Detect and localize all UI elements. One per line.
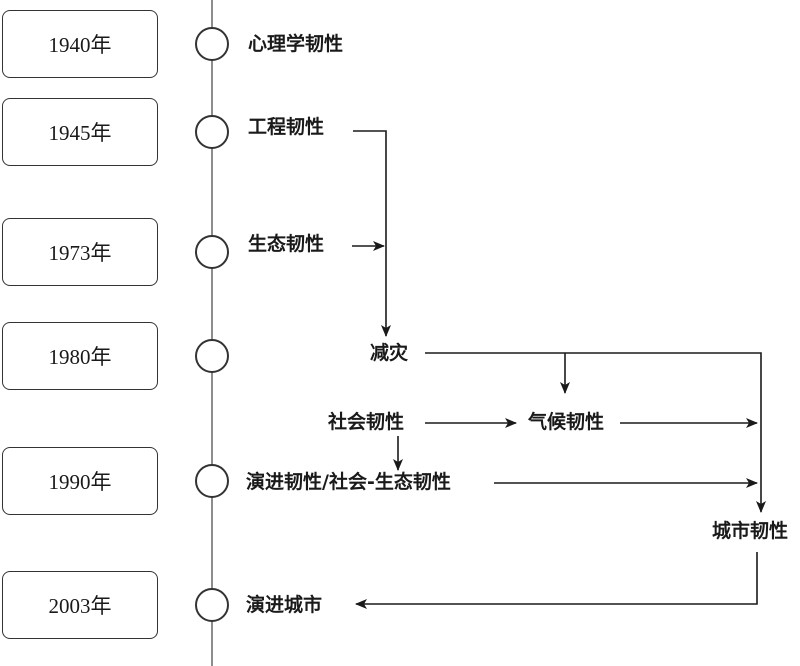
year-label-1945: 1945年 [48,121,112,145]
timeline-node-1945 [195,115,229,149]
year-label-2003: 2003年 [48,594,112,618]
year-box-1973: 1973年 [2,218,158,286]
year-box-2003: 2003年 [2,571,158,639]
year-box-1980: 1980年 [2,322,158,390]
concept-urban-resilience: 城市韧性 [712,520,789,542]
timeline-node-1990 [195,464,229,498]
timeline-node-1980 [195,339,229,373]
year-box-1945: 1945年 [2,98,158,166]
concept-ecological-resilience: 生态韧性 [248,233,325,255]
arrow-urban-to-evolving-city [355,552,758,609]
year-box-1940: 1940年 [2,10,158,78]
timeline-axis [211,0,213,666]
concept-climate-resilience: 气候韧性 [528,411,605,433]
concept-social-resilience: 社会韧性 [328,411,405,433]
concept-disaster-reduction: 减灾 [370,342,409,364]
concept-engineering-resilience: 工程韧性 [248,116,325,138]
timeline-node-2003 [195,588,229,622]
year-label-1990: 1990年 [48,470,112,494]
timeline-node-1940 [195,27,229,61]
concept-evolving-city: 演进城市 [246,594,323,616]
timeline-node-1973 [195,235,229,269]
arrow-engineering-to-disaster [353,130,391,337]
year-label-1973: 1973年 [48,241,112,265]
concept-evolutionary-social-ecological-resilience: 演进韧性/社会-生态韧性 [246,471,451,493]
concept-psychological-resilience: 心理学韧性 [248,33,344,55]
year-label-1940: 1940年 [48,33,112,57]
year-label-1980: 1980年 [48,345,112,369]
arrow-disaster-to-urban [425,352,766,513]
year-box-1990: 1990年 [2,447,158,515]
